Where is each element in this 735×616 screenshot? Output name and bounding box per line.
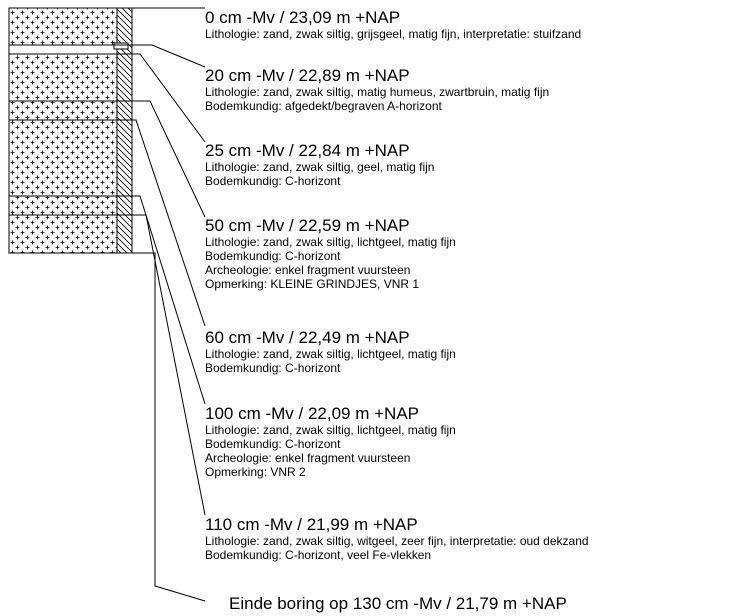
layer-depth-heading: 25 cm -Mv / 22,84 m +NAP <box>205 141 410 160</box>
layer-description: 20 cm -Mv / 22,89 m +NAP Lithologie: zan… <box>205 66 549 113</box>
layer-description: 25 cm -Mv / 22,84 m +NAP Lithologie: zan… <box>205 141 434 188</box>
hatched-strip <box>116 7 133 254</box>
layer-remark: Opmerking: VNR 2 <box>205 465 306 479</box>
layer-soil: Bodemkundig: C-horizont <box>205 174 341 188</box>
layer-remark: Opmerking: KLEINE GRINDJES, VNR 1 <box>205 277 420 291</box>
layer-depth-heading: 0 cm -Mv / 23,09 m +NAP <box>205 8 401 27</box>
layer-description: 110 cm -Mv / 21,99 m +NAP Lithologie: za… <box>205 515 589 562</box>
leader-line <box>132 214 206 516</box>
leader-line <box>132 100 206 218</box>
leader-line <box>132 119 206 327</box>
layer-description: 60 cm -Mv / 22,49 m +NAP Lithologie: zan… <box>205 328 456 375</box>
layer-description: 100 cm -Mv / 22,09 m +NAP Lithologie: za… <box>205 404 456 479</box>
layer-soil: Bodemkundig: C-horizont, veel Fe-vlekken <box>205 548 432 562</box>
sample-marker <box>113 42 129 50</box>
leader-line <box>132 44 206 68</box>
layer-lithology: Lithologie: zand, zwak siltig, lichtgeel… <box>205 235 456 249</box>
layer-lithology: Lithologie: zand, zwak siltig, witgeel, … <box>205 534 589 548</box>
layer-lithology: Lithologie: zand, zwak siltig, lichtgeel… <box>205 423 456 437</box>
layer-soil: Bodemkundig: C-horizont <box>205 437 341 451</box>
layer-soil: Bodemkundig: C-horizont <box>205 249 341 263</box>
layer-depth-heading: 110 cm -Mv / 21,99 m +NAP <box>205 515 418 534</box>
leader-line <box>132 252 206 602</box>
layer-lithology: Lithologie: zand, zwak siltig, matig hum… <box>205 85 550 99</box>
leader-line <box>132 195 206 405</box>
layer-depth-heading: 60 cm -Mv / 22,49 m +NAP <box>205 328 410 347</box>
layer-description: 0 cm -Mv / 23,09 m +NAP Lithologie: zand… <box>205 8 581 41</box>
layer-soil: Bodemkundig: afgedekt/begraven A-horizon… <box>205 99 442 113</box>
layer-lithology: Lithologie: zand, zwak siltig, geel, mat… <box>205 160 435 174</box>
layer-depth-heading: 20 cm -Mv / 22,89 m +NAP <box>205 66 410 85</box>
layer-depth-heading: 50 cm -Mv / 22,59 m +NAP <box>205 216 410 235</box>
layer-soil: Bodemkundig: C-horizont <box>205 361 341 375</box>
end-of-boring-label: Einde boring op 130 cm -Mv / 21,79 m +NA… <box>229 594 567 613</box>
layer-lithology: Lithologie: zand, zwak siltig, lichtgeel… <box>205 347 456 361</box>
layer-description: 50 cm -Mv / 22,59 m +NAP Lithologie: zan… <box>205 216 456 291</box>
leader-line <box>132 53 206 143</box>
layer-depth-heading: 100 cm -Mv / 22,09 m +NAP <box>205 404 419 423</box>
layer-lithology: Lithologie: zand, zwak siltig, grijsgeel… <box>205 27 582 41</box>
layer-archaeology: Archeologie: enkel fragment vuursteen <box>205 263 411 277</box>
layer-archaeology: Archeologie: enkel fragment vuursteen <box>205 451 411 465</box>
humus-layer <box>8 44 118 55</box>
